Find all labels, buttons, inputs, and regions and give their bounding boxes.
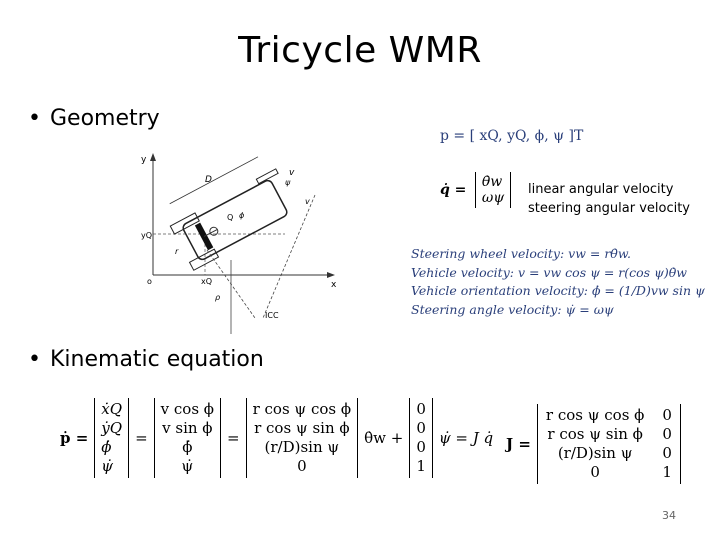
- jacobian-lhs: J =: [506, 435, 531, 453]
- radius-label: r: [175, 247, 179, 256]
- matrix-cell: 0: [416, 400, 426, 418]
- y-axis-label: y: [141, 155, 147, 165]
- yq-label: yQ: [141, 231, 152, 240]
- page-number: 34: [662, 509, 676, 522]
- x-axis-label: x: [331, 280, 337, 290]
- q-point-label: Q: [227, 213, 233, 222]
- x-axis-arrow: [327, 272, 335, 278]
- phi-label: ϕ: [239, 211, 245, 220]
- matrix-cell: ϕ̇: [182, 438, 193, 456]
- qdot-lhs: q̇ =: [440, 182, 467, 198]
- origin-label: o: [147, 277, 152, 286]
- vehicle-body: [169, 156, 288, 271]
- icc-label: ICC: [265, 311, 279, 320]
- pose-vector: p = [ xQ, yQ, ϕ, ψ ]T: [440, 128, 584, 144]
- equals-sign: =: [135, 429, 148, 447]
- matrix-cell: r cos ψ sin ϕ: [547, 425, 643, 443]
- matrix-cell: v cos ϕ: [160, 400, 215, 418]
- jacobian-body: r cos ψ cos ϕ 0 r cos ψ sin ϕ 0 (r/D)sin…: [536, 404, 681, 484]
- matrix-cell: (r/D)sin ψ: [557, 444, 633, 462]
- matrix-cell: r cos ψ cos ϕ: [545, 406, 645, 424]
- kinematic-col1: ẋQ ẏQ ϕ̇ ψ̇: [94, 398, 130, 478]
- bullet-dot: •: [28, 106, 41, 131]
- matrix-cell: r cos ψ sin ϕ: [254, 419, 350, 437]
- matrix-cell: r cos ψ cos ϕ: [252, 400, 352, 418]
- kinematic-lhs: ṗ =: [60, 429, 89, 447]
- kinematic-col2: v cos ϕ v sin ϕ ϕ̇ ψ̇: [153, 398, 222, 478]
- psi-label: ψ: [285, 178, 291, 187]
- y-axis-arrow: [150, 153, 156, 161]
- matrix-cell: 1: [416, 457, 426, 475]
- matrix-cell: ẏQ: [101, 419, 123, 437]
- wheelbase-label: D: [205, 175, 212, 185]
- velocity-equation: Vehicle orientation velocity: ϕ̇ = (1/D)…: [411, 283, 705, 298]
- matrix-cell: ψ̇: [101, 457, 114, 475]
- bullet-kinematic-text: Kinematic equation: [50, 347, 264, 372]
- icc-line-front: [262, 194, 316, 319]
- matrix-cell: 0: [662, 425, 672, 443]
- tricycle-geometry-diagram: y x o yQ xQ D v v Q ϕ ψ r ICC ρ: [141, 153, 337, 334]
- matrix-cell: 0: [590, 463, 600, 481]
- xq-label: xQ: [201, 277, 212, 286]
- kinematic-col3: r cos ψ cos ϕ r cos ψ sin ϕ (r/D)sin ψ 0: [245, 398, 359, 478]
- multiplier-psidot: ψ̇ = J q̇: [438, 429, 494, 447]
- matrix-cell: (r/D)sin ψ: [264, 438, 340, 456]
- linear-velocity-label: linear angular velocity: [528, 182, 674, 197]
- qdot-matrix: θ̇w ωψ: [474, 172, 512, 208]
- qdot-definition: q̇ = θ̇w ωψ: [440, 172, 512, 208]
- steering-velocity-label: steering angular velocity: [528, 201, 691, 216]
- kinematic-equation: ṗ = ẋQ ẏQ ϕ̇ ψ̇ = v cos ϕ v sin ϕ ϕ̇ ψ̇ …: [60, 398, 493, 478]
- matrix-cell: 0: [416, 438, 426, 456]
- equals-sign: =: [227, 429, 240, 447]
- velocity-equation: Steering angle velocity: ψ̇ = ωψ: [411, 301, 614, 317]
- matrix-cell: 1: [662, 463, 672, 481]
- matrix-cell: 0: [662, 444, 672, 462]
- velocity-label: v: [289, 168, 295, 178]
- kinematic-col4: 0 0 0 1: [409, 398, 433, 478]
- bullet-geometry: • Geometry: [28, 106, 160, 131]
- wheel-velocity-label: v: [305, 197, 310, 206]
- matrix-cell: ẋQ: [101, 400, 123, 418]
- velocity-equation: Steering wheel velocity: vw = rθ̇w.: [411, 246, 632, 261]
- matrix-cell: 0: [416, 419, 426, 437]
- velocity-labels: linear angular velocity steering angular…: [528, 180, 690, 218]
- matrix-cell: v sin ϕ: [162, 419, 213, 437]
- bullet-geometry-text: Geometry: [50, 106, 160, 131]
- slide-title: Tricycle WMR: [238, 30, 482, 71]
- jacobian-matrix: J = r cos ψ cos ϕ 0 r cos ψ sin ϕ 0 (r/D…: [506, 404, 681, 484]
- qdot-entry: θ̇w: [481, 174, 503, 190]
- bullet-kinematic: • Kinematic equation: [28, 347, 264, 372]
- matrix-cell: 0: [662, 406, 672, 424]
- rho-label: ρ: [215, 293, 220, 302]
- qdot-entry: ωψ: [481, 190, 505, 206]
- matrix-cell: ψ̇: [181, 457, 194, 475]
- matrix-cell: 0: [297, 457, 307, 475]
- velocity-equation: Vehicle velocity: v = vw cos ψ = r(cos ψ…: [411, 264, 687, 280]
- matrix-cell: ϕ̇: [101, 438, 112, 456]
- multiplier-thetaw: θ̇w +: [364, 429, 404, 447]
- velocity-equations: Steering wheel velocity: vw = rθ̇w. Vehi…: [411, 245, 705, 319]
- bullet-dot: •: [28, 347, 41, 372]
